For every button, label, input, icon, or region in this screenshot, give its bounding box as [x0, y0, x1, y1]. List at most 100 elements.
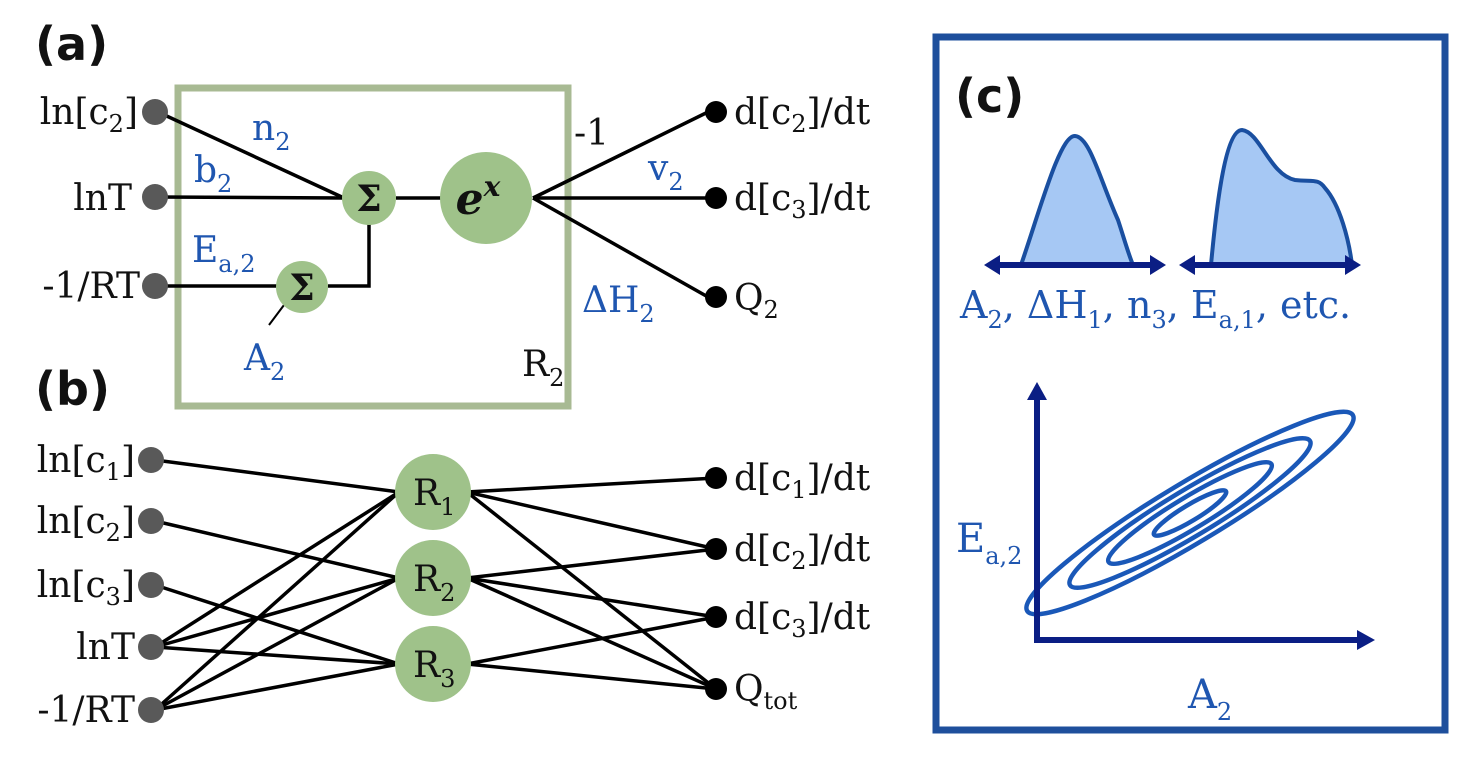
weight-b2: b2: [194, 150, 232, 198]
input-label: ln[c3]: [37, 565, 135, 611]
output-label-dc3: d[c3]/dt: [734, 178, 871, 224]
edge-reaction-output: [466, 476, 717, 494]
panel-c-label: (c): [955, 69, 1024, 123]
output-label: Qtot: [734, 669, 798, 715]
edge-sum2-sum1: [328, 224, 371, 288]
contour-level: [1067, 435, 1313, 591]
panel-b-edges: [153, 458, 718, 712]
input-node-lnT: [142, 184, 168, 210]
output-node-q2: [705, 286, 727, 308]
input-node: [138, 572, 164, 598]
input-node-lnc2: [142, 99, 168, 125]
contour-level: [1105, 459, 1275, 567]
edge-lnc2-sum: [157, 110, 345, 200]
reaction-node: [395, 454, 471, 530]
input-node: [138, 508, 164, 534]
input-node: [138, 697, 164, 723]
joint-y-label: Ea,2: [956, 516, 1022, 570]
output-node: [705, 678, 727, 700]
output-node-dc2: [705, 101, 727, 123]
output-label-dc2: d[c2]/dt: [734, 92, 871, 138]
arrow-right-icon: [1150, 255, 1166, 275]
edge-input-reaction: [154, 583, 400, 666]
panel-b-label: (b): [35, 362, 110, 416]
input-label: ln[c1]: [37, 440, 135, 486]
weight-v2: v2: [647, 148, 684, 196]
marginal-axis-right: [1179, 255, 1361, 275]
edge-reaction-output: [466, 490, 717, 551]
arrow-left-icon: [984, 255, 1000, 275]
input-label: -1/RT: [37, 690, 135, 731]
panel-a: (a) Σ Σ ex ln[c2] lnT -1/RT n2 b2 Ea,2 A: [35, 17, 871, 410]
panel-a-label: (a): [35, 17, 108, 71]
output-node: [705, 467, 727, 489]
panel-c: (c) A2, ΔH1, n3, Ea,1, etc. Ea,2 A2: [932, 33, 1449, 734]
arrow-right-icon: [1357, 630, 1375, 650]
weight-dh2: ΔH2: [582, 280, 655, 328]
reaction-node: [395, 540, 471, 616]
sum-symbol-2: Σ: [289, 267, 314, 309]
edge-input-reaction: [154, 645, 400, 666]
contour-level: [1024, 409, 1356, 617]
joint-x-label: A2: [1187, 672, 1232, 726]
weight-n2: n2: [252, 108, 290, 156]
output-label: d[c2]/dt: [734, 529, 871, 575]
edge-reaction-output: [466, 615, 717, 666]
edge-input-reaction: [154, 458, 400, 494]
edge-input-reaction: [153, 490, 401, 712]
sum-symbol: Σ: [356, 178, 381, 220]
edge-input-reaction: [154, 576, 400, 712]
input-node-rt: [142, 273, 168, 299]
input-label: ln[c2]: [37, 501, 135, 547]
joint-axes: [1027, 382, 1375, 650]
reaction-box-label: R2: [522, 344, 564, 392]
edge-reaction-output: [465, 490, 718, 691]
edge-input-reaction: [154, 576, 400, 649]
reaction-label: R2: [413, 559, 455, 607]
input-label-lnc2: ln[c2]: [40, 92, 138, 138]
edge-exp-q2: [532, 196, 709, 299]
input-node: [138, 447, 164, 473]
input-node: [138, 634, 164, 660]
edge-lnT-sum: [157, 195, 345, 200]
arrow-left-icon: [1179, 255, 1195, 275]
weight-a2: A2: [243, 338, 285, 386]
reaction-box: [174, 84, 572, 410]
edge-exp-dc2: [532, 110, 709, 200]
marginal-caption: A2, ΔH1, n3, Ea,1, etc.: [959, 283, 1351, 334]
exp-symbol: ex: [456, 170, 501, 225]
output-node: [705, 538, 727, 560]
output-label: d[c3]/dt: [734, 597, 871, 643]
panel-c-frame: [932, 33, 1449, 734]
input-label-rt: -1/RT: [42, 266, 140, 307]
input-label: lnT: [76, 627, 135, 668]
exp-node: [440, 152, 532, 244]
sum-node-2: [276, 261, 328, 313]
arrow-up-icon: [1027, 382, 1047, 400]
edge-input-reaction: [154, 662, 400, 712]
arrow-right-icon: [1345, 255, 1361, 275]
edge-input-reaction: [154, 519, 400, 580]
a2-pointer: [268, 304, 285, 326]
contour-level: [1151, 488, 1229, 538]
sum-node: [342, 171, 396, 225]
marginal-distribution-bimodal: [1208, 127, 1355, 267]
edge-reaction-output: [466, 662, 717, 691]
output-label-q2: Q2: [734, 278, 779, 324]
weight-minus-one: -1: [574, 113, 609, 154]
output-label: d[c1]/dt: [734, 458, 871, 504]
reaction-label: R3: [413, 645, 455, 693]
reaction-label: R1: [413, 473, 455, 521]
output-node-dc3: [705, 187, 727, 209]
reaction-node: [395, 626, 471, 702]
weight-ea2: Ea,2: [192, 230, 256, 278]
joint-distribution-contours: [1024, 409, 1356, 617]
output-node: [705, 606, 727, 628]
edge-reaction-output: [466, 547, 717, 580]
marginal-distribution-unimodal: [1018, 134, 1136, 267]
edge-reaction-output: [466, 576, 717, 619]
edge-reaction-output: [466, 576, 717, 691]
